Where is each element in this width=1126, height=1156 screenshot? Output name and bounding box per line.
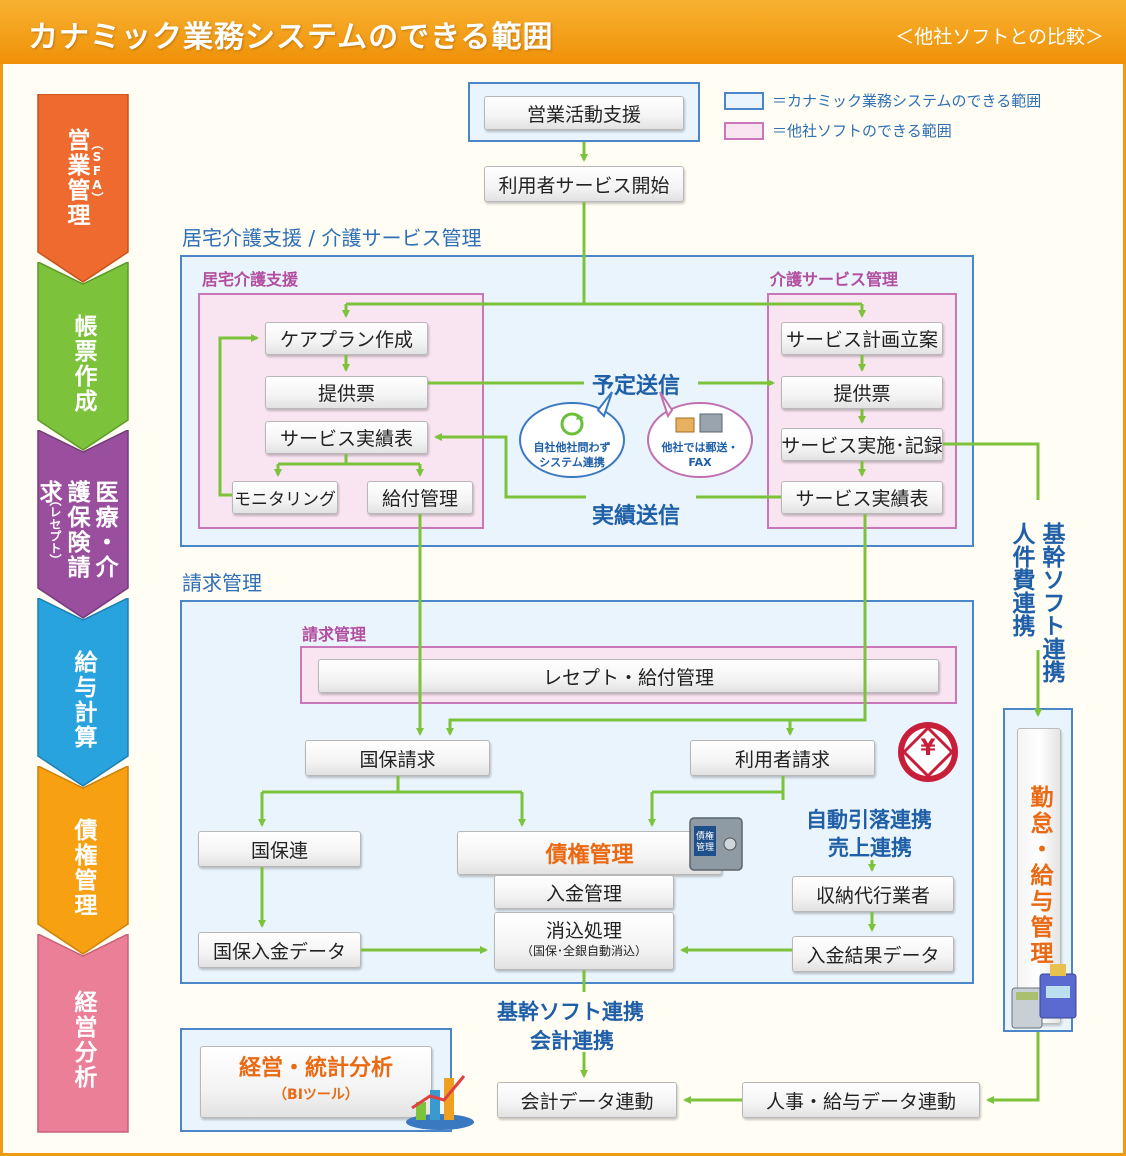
legend-kanamic: ＝カナミック業務システムのできる範囲 <box>772 92 1042 110</box>
arrow-monitoring-loop <box>218 334 259 497</box>
node-shuno: 収納代行業者 <box>792 876 954 912</box>
step-sub: （レセプト） <box>48 494 62 566</box>
step-sub: （SFA） <box>90 138 104 204</box>
node-jisshi: サービス実施･記録 <box>781 428 943 461</box>
node-keikaku: サービス計画立案 <box>781 322 943 355</box>
line-riyosha-split <box>652 776 785 800</box>
node-nyukin: 入金管理 <box>494 875 674 909</box>
bubble-right <box>647 391 753 478</box>
right-vertical-labels: 基幹ソフト連携 人件費連携 <box>1006 522 1066 683</box>
step-label: 医療・介護保険請求 <box>35 480 117 580</box>
bubble-left-text: 自社他社問わず システム連携 <box>533 441 611 469</box>
node-monitoring: モニタリング <box>232 481 338 514</box>
line-jisshi-right <box>943 442 1040 500</box>
bubble-right-text: 他社では郵送・ FAX <box>661 441 739 469</box>
section-billing-title: 請求管理 <box>182 571 262 595</box>
node-jisseki-left: サービス実績表 <box>265 421 428 454</box>
bubble-left <box>519 391 625 478</box>
safe-label: 債権 管理 <box>695 832 714 853</box>
line-start-split <box>346 202 862 306</box>
step-label: 帳票作成 <box>70 314 96 414</box>
legend-swatch-kanamic <box>724 92 764 110</box>
node-nyukin-kekka: 入金結果データ <box>792 936 954 972</box>
node-riyosha-seikyu: 利用者請求 <box>690 740 875 776</box>
node-jisseki-right: サービス実績表 <box>781 481 943 514</box>
line-jisseki-split <box>278 454 420 466</box>
label-kikan-right: 基幹ソフト連携 <box>1038 522 1064 683</box>
care-right-title: 介護サービス管理 <box>770 270 899 289</box>
label-jisseki-send: 実績送信 <box>592 504 681 529</box>
arrow-jisseki-kokuho <box>446 514 867 736</box>
care-left-title: 居宅介護支援 <box>202 270 299 289</box>
label-jinken-right: 人件費連携 <box>1008 522 1034 637</box>
node-kokuhoren: 国保連 <box>198 831 361 867</box>
legend-swatch-other <box>724 122 764 140</box>
bi-label: （BIツール） <box>273 1087 359 1103</box>
node-service-start: 利用者サービス開始 <box>484 166 684 202</box>
step-analysis: 経営分析 <box>36 934 130 1134</box>
node-keshikomi: 消込処理 （国保･全銀自動消込） <box>494 912 674 970</box>
recycle-icon <box>560 412 584 436</box>
kintai-label: 勤怠・給与管理 <box>1026 785 1052 967</box>
keshikomi-label: 消込処理 <box>545 920 622 942</box>
node-kokuho-nyukin: 国保入金データ <box>198 932 361 968</box>
node-kokuho-seikyu: 国保請求 <box>305 740 490 776</box>
label-jidou: 自動引落連携 <box>806 808 932 832</box>
legend-other: ＝他社ソフトのできる範囲 <box>772 122 952 140</box>
page-title: カナミック業務システムのできる範囲 <box>28 20 554 55</box>
node-jinji: 人事・給与データ連動 <box>742 1082 980 1118</box>
arrow-kintai-jinji <box>986 1032 1040 1104</box>
billing-sub-title: 請求管理 <box>302 625 367 644</box>
step-label: 経営分析 <box>70 990 96 1090</box>
safe-icon <box>689 817 743 871</box>
page-subtitle: ＜他社ソフトとの比較＞ <box>895 26 1104 48</box>
section-care-title: 居宅介護支援 / 介護サービス管理 <box>182 226 482 250</box>
header-bar: カナミック業務システムのできる範囲 ＜他社ソフトとの比較＞ <box>0 0 1126 64</box>
step-label: 給与計算 <box>70 650 96 750</box>
label-kikan-bottom: 基幹ソフト連携 <box>497 1000 644 1024</box>
keshikomi-sub: （国保･全銀自動消込） <box>520 944 647 958</box>
yen-symbol: ¥ <box>920 736 936 761</box>
step-label: 債権管理 <box>70 818 96 918</box>
node-keiei: 経営・統計分析 （BIツール） <box>200 1046 432 1118</box>
fax-icon <box>699 413 723 433</box>
node-careplan: ケアプラン作成 <box>265 322 428 355</box>
step-sales: 営業管理 （SFA） <box>36 94 130 284</box>
node-teikyohyo-right: 提供票 <box>781 376 943 409</box>
yen-icon <box>898 722 958 782</box>
line-kokuho-split <box>262 776 522 794</box>
node-saiken: 債権管理 <box>457 831 722 875</box>
node-sales-support: 営業活動支援 <box>484 96 684 130</box>
label-uriage: 売上連携 <box>828 836 912 860</box>
node-teikyohyo-left: 提供票 <box>265 376 428 409</box>
keiei-label: 経営・統計分析 <box>238 1056 393 1081</box>
step-insurance: 医療・介護保険請求 （レセプト） <box>35 430 130 620</box>
step-payroll: 給与計算 <box>36 598 130 788</box>
calculator-icon <box>1011 964 1077 1029</box>
bar-chart-icon <box>406 1075 474 1130</box>
label-kaikei-renkei: 会計連携 <box>530 1029 614 1053</box>
node-kyufu: 給付管理 <box>367 481 473 514</box>
arrow-jisseki-send <box>436 437 781 499</box>
step-label: 営業管理 <box>63 128 89 228</box>
envelope-icon <box>675 417 695 433</box>
node-kaikei-data: 会計データ連動 <box>497 1082 677 1118</box>
step-forms: 帳票作成 <box>36 262 130 452</box>
step-receivables: 債権管理 <box>36 766 130 956</box>
label-yotei-send: 予定送信 <box>592 374 681 399</box>
